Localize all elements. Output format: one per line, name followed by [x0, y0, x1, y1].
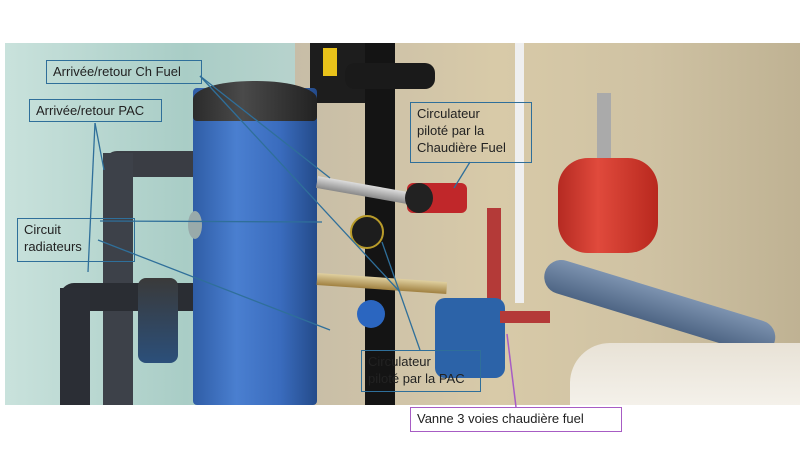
tank-port	[188, 211, 202, 239]
buffer-tank-top	[193, 81, 317, 121]
label-text: Circulateur	[368, 354, 431, 369]
black-pipe-top	[345, 63, 435, 89]
pac-pipe-vertical	[103, 153, 133, 405]
vanne-callout-line	[506, 333, 517, 408]
warning-sticker	[323, 48, 337, 76]
fuel-circulator-head	[405, 183, 433, 213]
pac-pipe-lower-vertical	[60, 288, 90, 405]
label-arrivee-retour-pac: Arrivée/retour PAC	[29, 99, 162, 122]
blue-gauge	[357, 300, 385, 328]
callout-line	[381, 241, 421, 351]
white-rail	[515, 43, 524, 303]
callout-line	[87, 122, 96, 273]
boiler-top	[570, 343, 800, 405]
boiler-room-photo	[5, 43, 800, 405]
label-text: Arrivée/retour Ch Fuel	[53, 64, 181, 79]
callout-line	[94, 122, 105, 171]
label-text: Chaudière Fuel	[417, 140, 506, 155]
callout-line	[99, 220, 323, 223]
label-circulateur-pac: Circulateur piloté par la PAC	[361, 350, 481, 392]
vessel-fitting	[597, 93, 611, 158]
label-text: piloté par la	[417, 123, 485, 138]
callout-line	[199, 75, 331, 179]
label-text: Vanne 3 voies chaudière fuel	[417, 411, 584, 426]
expansion-vessel	[558, 158, 658, 253]
callout-line	[453, 161, 471, 189]
label-text: Arrivée/retour PAC	[36, 103, 145, 118]
label-circulateur-chaudiere-fuel: Circulateur piloté par la Chaudière Fuel	[410, 102, 532, 163]
label-arrivee-retour-ch-fuel: Arrivée/retour Ch Fuel	[46, 60, 202, 84]
label-text: Circuit	[24, 222, 61, 237]
callout-line	[97, 239, 331, 331]
three-way-valve	[500, 311, 550, 323]
label-text: radiateurs	[24, 239, 82, 254]
label-text: Circulateur	[417, 106, 480, 121]
callout-line	[199, 75, 401, 293]
red-pipe	[487, 208, 501, 323]
label-vanne-3-voies: Vanne 3 voies chaudière fuel	[410, 407, 622, 432]
label-circuit-radiateurs: Circuit radiateurs	[17, 218, 135, 262]
label-text: piloté par la PAC	[368, 371, 465, 386]
buffer-tank	[193, 88, 317, 405]
filter	[138, 278, 178, 363]
blue-manifold	[435, 298, 505, 378]
